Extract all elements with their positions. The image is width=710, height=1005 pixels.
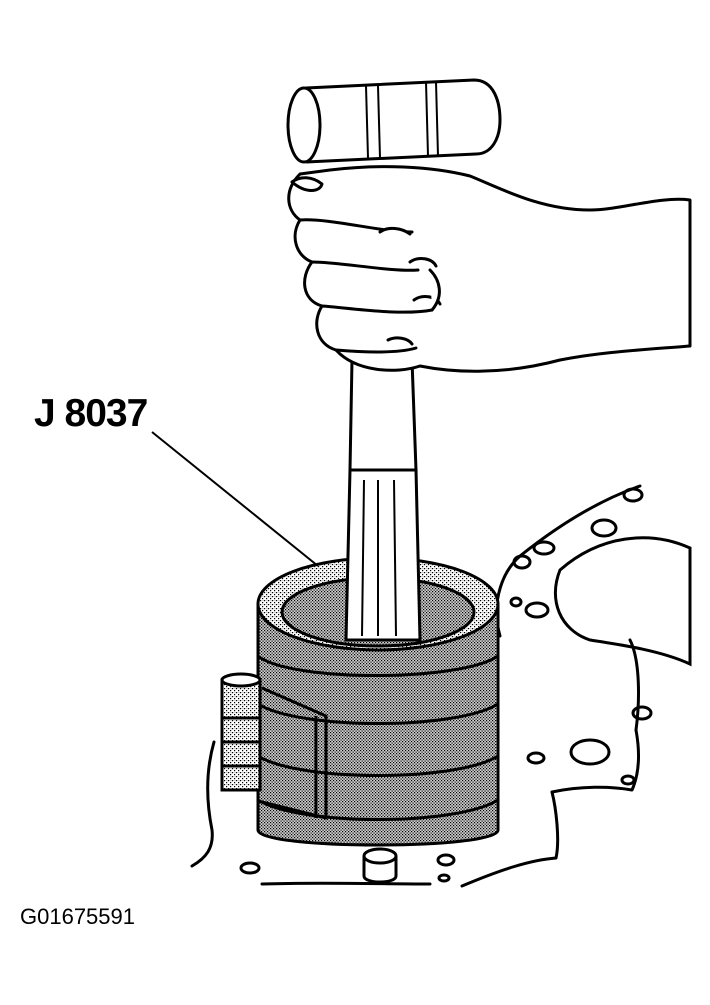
hammer-handle: [344, 358, 422, 642]
gasket-holes: [239, 487, 653, 883]
adjacent-cylinder-bore: [554, 536, 692, 667]
hand: [287, 165, 692, 373]
figure-id: G01675591: [20, 904, 135, 929]
hammer-head: [286, 78, 502, 164]
dowel-pin: [362, 847, 398, 884]
tool-callout-label: J 8037: [34, 392, 148, 435]
callout-leader: [151, 431, 319, 567]
compressor-ratchet: [220, 672, 262, 792]
